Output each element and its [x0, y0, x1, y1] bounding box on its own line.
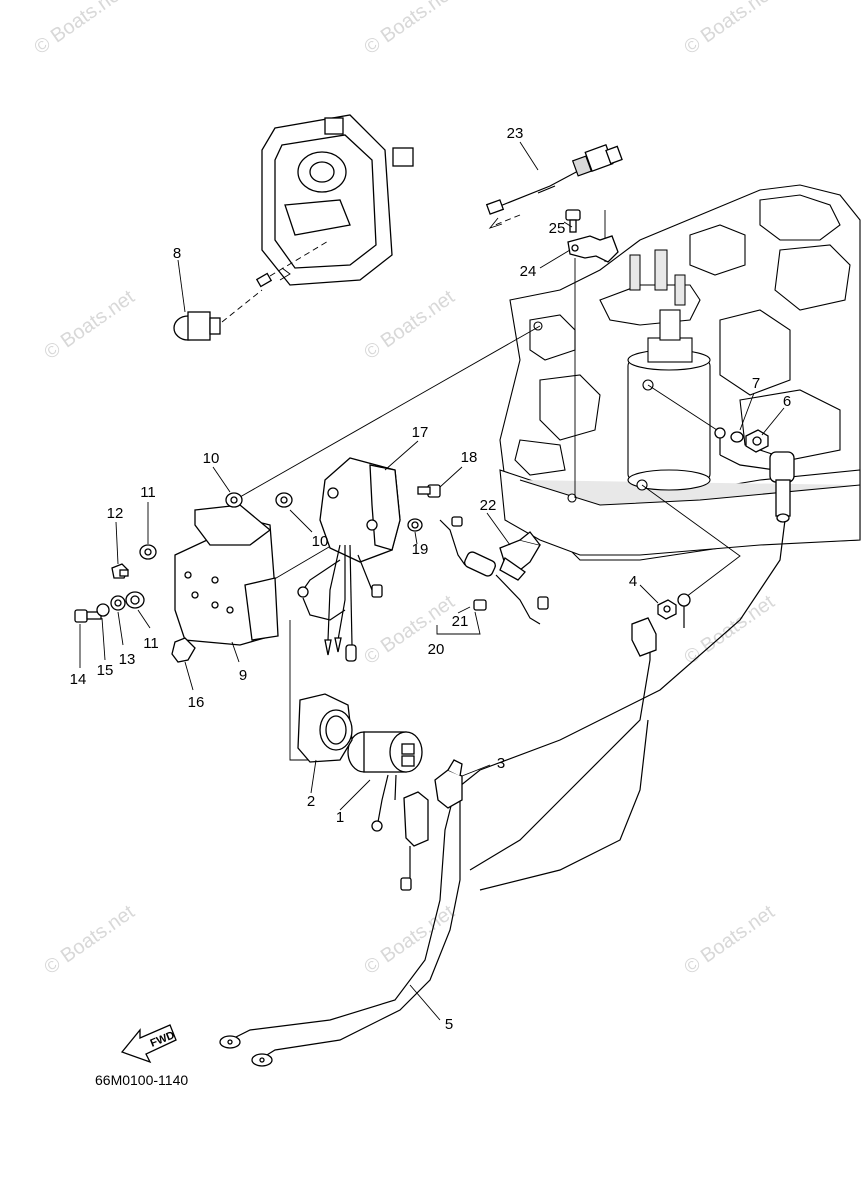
callout-22: 22 — [480, 497, 497, 514]
part-10-grommet-b — [275, 492, 293, 508]
callout-10b: 10 — [312, 533, 329, 550]
callout-15: 15 — [97, 662, 114, 679]
part-23-sensor — [485, 144, 623, 229]
part-3-boot — [434, 759, 463, 809]
part-6-nut — [745, 429, 769, 453]
watermark-text: © Boats.net — [680, 901, 779, 979]
terminal-small — [714, 427, 726, 455]
part-20-fuse-holder — [439, 516, 549, 625]
callout-2: 2 — [307, 793, 315, 810]
callout-17: 17 — [412, 424, 429, 441]
callout-10: 10 — [203, 450, 220, 467]
part-8-plug — [173, 239, 331, 341]
callout-5: 5 — [445, 1016, 453, 1033]
watermark-text: © Boats.net — [680, 0, 779, 59]
callout-25: 25 — [549, 220, 566, 237]
watermark-text: © Boats.net — [40, 286, 139, 364]
part-21-fuse — [473, 599, 487, 611]
part-9-bracket — [174, 504, 279, 646]
diagram-code: 66M0100-1140 — [95, 1072, 188, 1088]
callout-6: 6 — [783, 393, 791, 410]
part-12-bolt — [111, 563, 129, 579]
part-25-bolt — [565, 209, 581, 233]
callout-18: 18 — [461, 449, 478, 466]
callout-3: 3 — [497, 755, 505, 772]
callout-20: 20 — [428, 641, 445, 658]
part-15-washer — [96, 603, 110, 617]
part-2-relay-holder — [297, 693, 353, 763]
callout-13: 13 — [119, 651, 136, 668]
callout-12: 12 — [107, 505, 124, 522]
part-10-grommet — [225, 492, 243, 508]
cable-assembly — [219, 451, 795, 1067]
callout-21: 21 — [452, 613, 469, 630]
callout-11: 11 — [140, 484, 156, 501]
part-19-washer — [407, 518, 423, 532]
part-17-rectifier — [297, 457, 401, 662]
terminal-ring — [677, 593, 691, 628]
part-1-starter-relay — [347, 731, 423, 832]
watermark-text: © Boats.net — [30, 0, 129, 59]
callout-4: 4 — [629, 573, 637, 590]
part-11-collar-b — [125, 591, 145, 609]
part-11-collar — [139, 544, 157, 560]
part-8-grommet-plate — [261, 114, 414, 286]
callout-1: 1 — [336, 809, 344, 826]
callout-23: 23 — [507, 125, 524, 142]
callout-11b: 11 — [143, 635, 159, 652]
part-16-clip — [171, 637, 196, 663]
callout-9: 9 — [239, 667, 247, 684]
part-18-bolt — [417, 484, 441, 498]
callout-7: 7 — [752, 375, 760, 392]
watermark-text: © Boats.net — [360, 286, 459, 364]
callout-labels: 1 2 3 4 5 6 7 8 9 10 10 11 11 12 13 14 1… — [70, 125, 792, 1033]
callout-24: 24 — [520, 263, 537, 280]
part-22-holder — [499, 531, 542, 581]
part-13-washer — [110, 595, 126, 611]
watermark-text: © Boats.net — [680, 591, 779, 669]
part-24-clamp — [567, 235, 619, 263]
callout-19: 19 — [412, 541, 429, 558]
part-4-nut — [657, 599, 677, 620]
boot-lower — [400, 791, 429, 891]
engine-block — [499, 184, 861, 561]
watermark-text: © Boats.net — [40, 901, 139, 979]
watermark-text: © Boats.net — [360, 901, 459, 979]
callout-leaders — [79, 141, 785, 1021]
callout-14: 14 — [70, 671, 87, 688]
callout-16: 16 — [188, 694, 205, 711]
watermark-text: © Boats.net — [360, 0, 459, 59]
fwd-arrow: FWD — [120, 1024, 177, 1064]
part-7-washer — [730, 431, 744, 443]
callout-8: 8 — [173, 245, 181, 262]
